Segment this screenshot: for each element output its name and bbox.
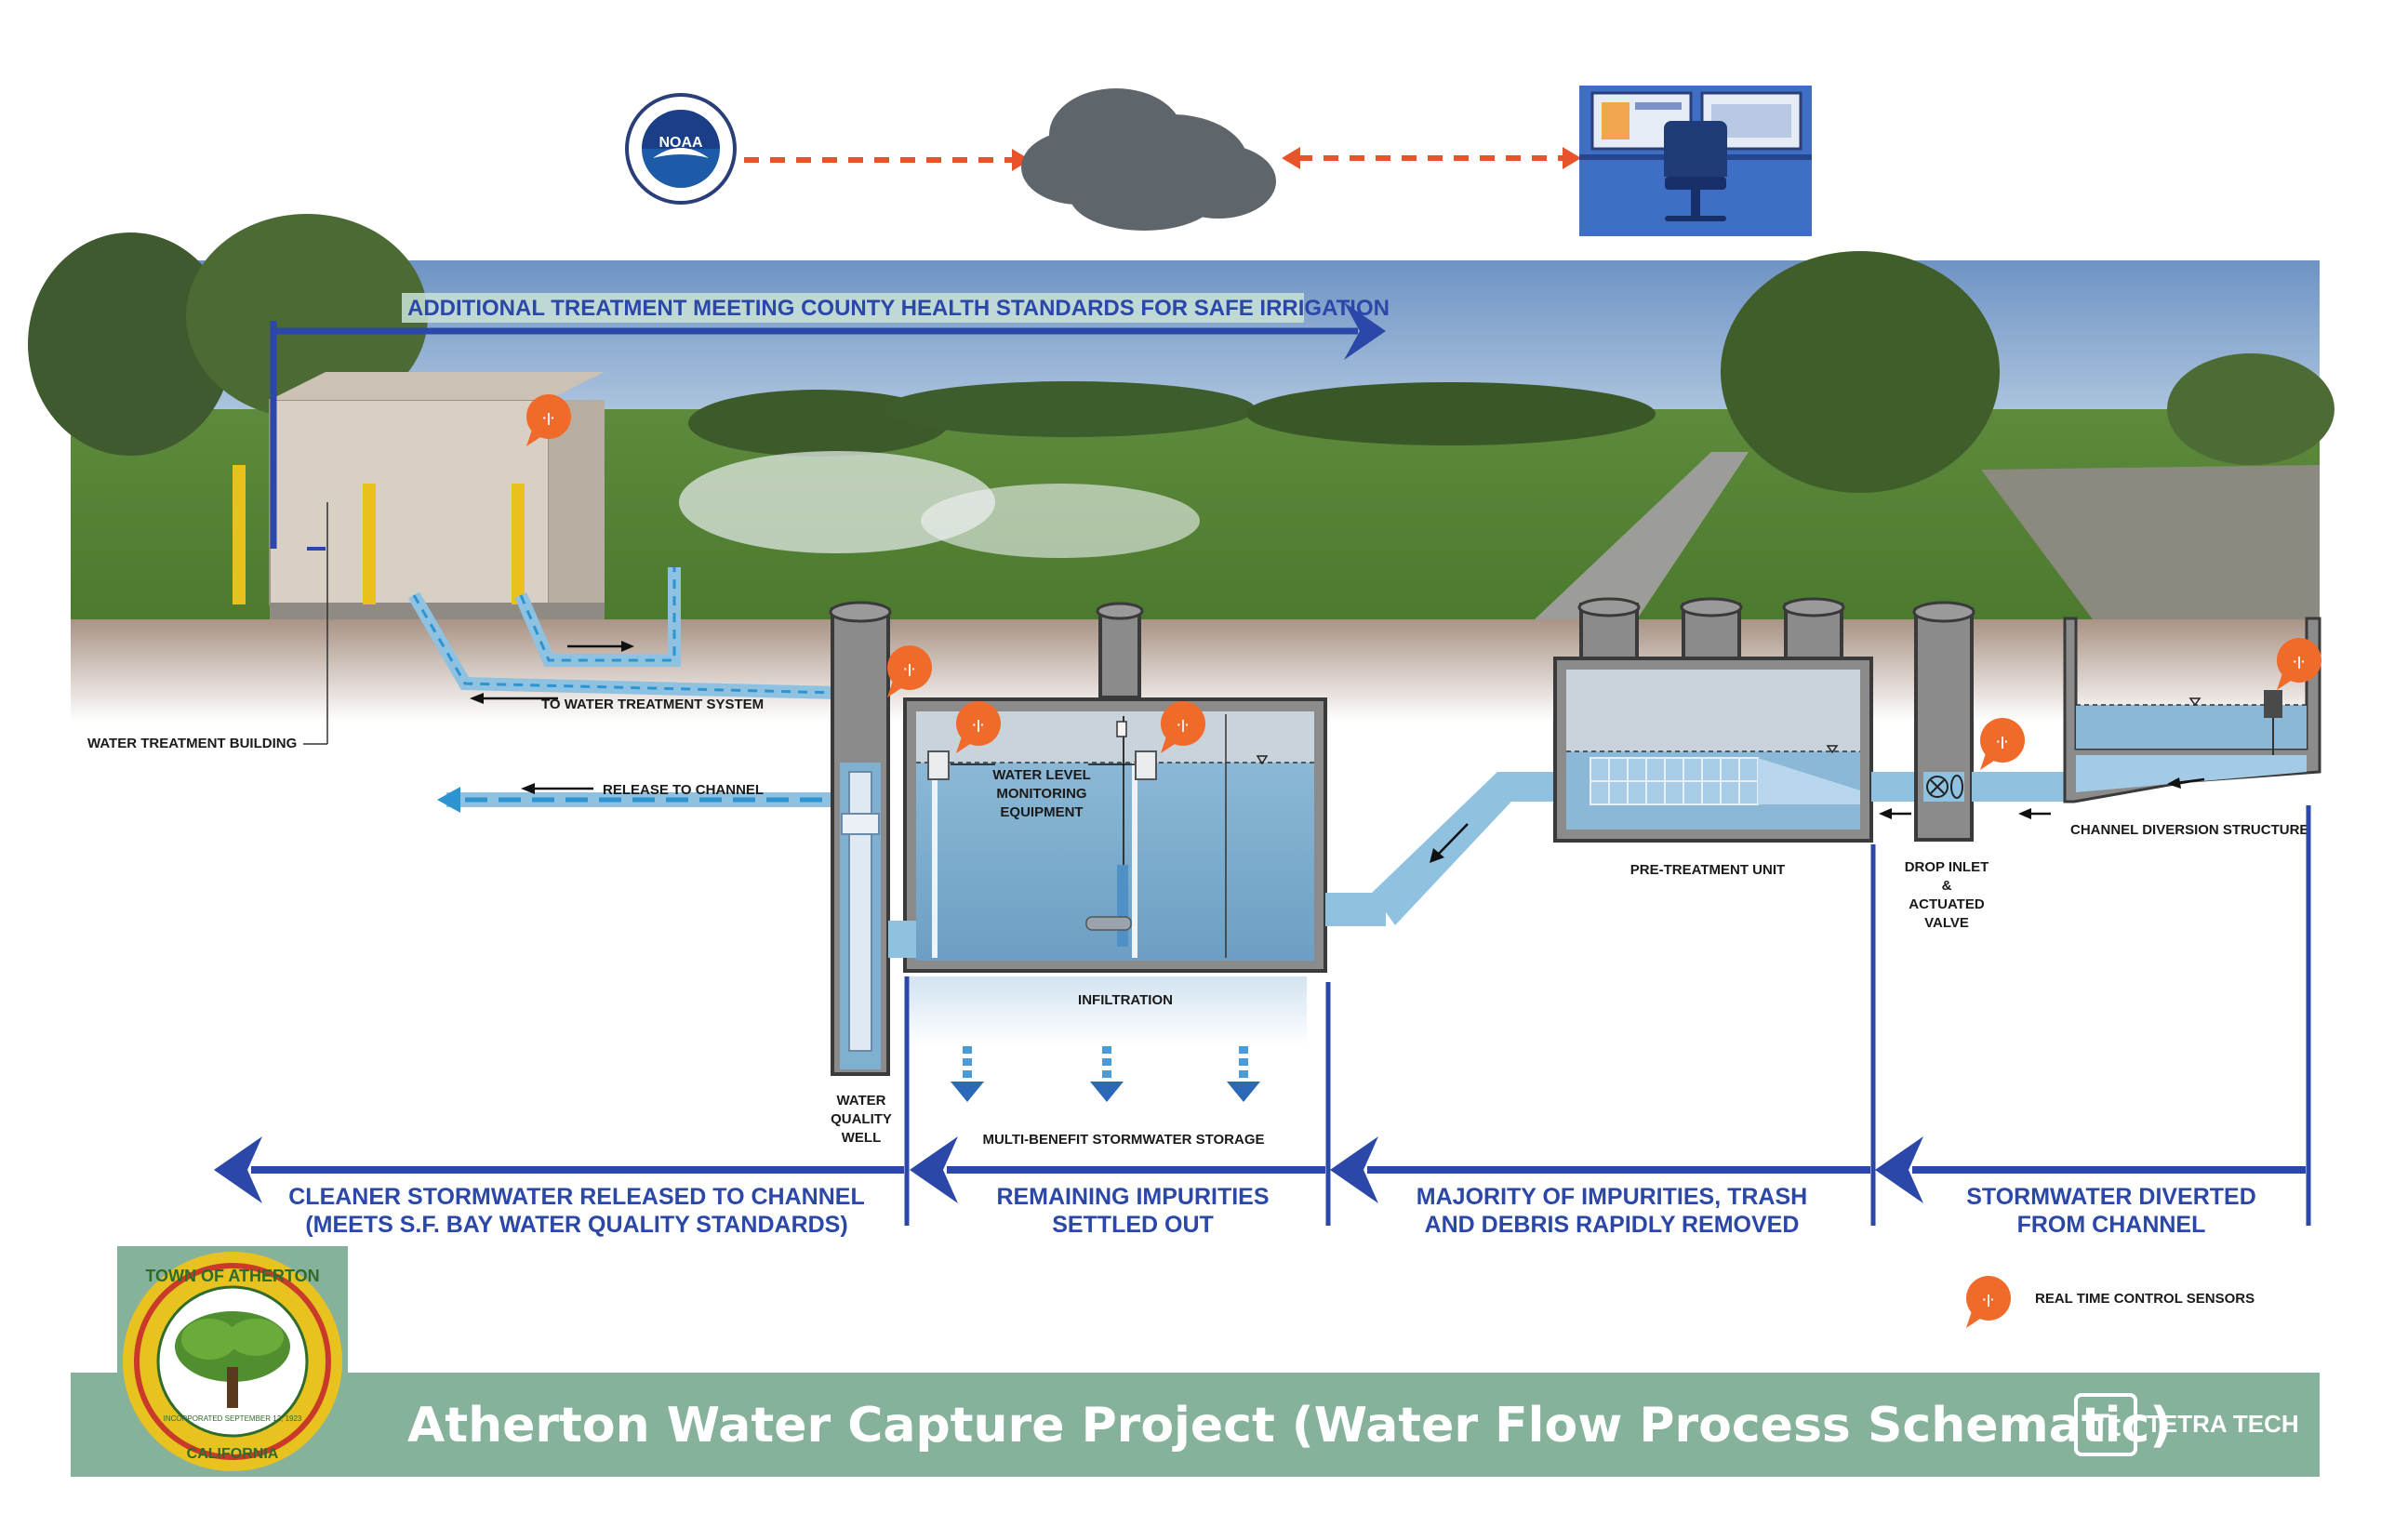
- label-infiltration: INFILTRATION: [1078, 992, 1173, 1008]
- seal-inner-text: INCORPORATED SEPTEMBER 12, 1923: [164, 1414, 302, 1423]
- footer-banner: [71, 1373, 2320, 1477]
- legend-sensors-label: REAL TIME CONTROL SENSORS: [2035, 1291, 2255, 1307]
- seal-bottom-text: CALIFORNIA: [187, 1446, 279, 1462]
- irrigation-banner: ADDITIONAL TREATMENT MEETING COUNTY HEAL…: [407, 296, 1390, 321]
- label-drop-inlet-4: VALVE: [1924, 915, 1969, 931]
- label-release-to-channel: RELEASE TO CHANNEL: [603, 782, 764, 798]
- label-multi-benefit-storage: MULTI-BENEFIT STORMWATER STORAGE: [982, 1132, 1264, 1148]
- data-link-arrowhead-left: [1282, 147, 1300, 169]
- label-water-level-2: MONITORING: [996, 786, 1086, 802]
- label-wq-well-3: WELL: [842, 1130, 882, 1146]
- stage-4-line-2: FROM CHANNEL: [2017, 1212, 2206, 1238]
- sensor-icon: ·|·: [1980, 718, 2025, 770]
- label-pretreatment-unit: PRE-TREATMENT UNIT: [1630, 862, 1785, 878]
- label-water-level-3: EQUIPMENT: [1000, 804, 1083, 820]
- stage-1-line-1: CLEANER STORMWATER RELEASED TO CHANNEL: [288, 1184, 864, 1210]
- town-seal-logo: TOWN OF ATHERTON CALIFORNIA INCORPORATED…: [117, 1246, 348, 1477]
- label-drop-inlet-2: &: [1942, 878, 1952, 894]
- pre-treatment-unit: [1553, 597, 1916, 843]
- label-to-water-treatment: TO WATER TREATMENT SYSTEM: [541, 697, 764, 712]
- stage-2-line-1: REMAINING IMPURITIES: [996, 1184, 1269, 1210]
- svg-text:·|·: ·|·: [2293, 654, 2305, 669]
- seal-top-text: TOWN OF ATHERTON: [145, 1267, 319, 1285]
- data-link-arrowhead: [1012, 149, 1031, 171]
- legend-sensor-icon: ·|·: [1966, 1276, 2011, 1328]
- drop-inlet-valve: [1912, 601, 2074, 842]
- stage-3-line-1: MAJORITY OF IMPURITIES, TRASH: [1417, 1184, 1807, 1210]
- operator-workstation-icon: [1579, 86, 1812, 236]
- label-wq-well-1: WATER: [836, 1093, 885, 1109]
- infiltration-arrows: [951, 1046, 1260, 1102]
- sensor-icon: ·|·: [526, 394, 571, 446]
- tetra-tech-mark: Tt: [2091, 1408, 2121, 1443]
- sensor-icon: ·|·: [1161, 701, 1205, 753]
- treatment-pipes: [407, 567, 838, 813]
- stage-2-line-2: SETTLED OUT: [1052, 1212, 1214, 1238]
- stormwater-storage-tank: [888, 602, 1386, 973]
- connector-pipe: [1372, 772, 1563, 925]
- svg-text:·|·: ·|·: [903, 661, 915, 676]
- stage-3-line-2: AND DEBRIS RAPIDLY REMOVED: [1425, 1212, 1800, 1238]
- label-channel-diversion: CHANNEL DIVERSION STRUCTURE: [2070, 822, 2308, 838]
- stage-flow-arrows: [214, 1136, 2306, 1203]
- channel-diversion-structure: [2063, 617, 2321, 803]
- page-title: Atherton Water Capture Project (Water Fl…: [407, 1398, 2172, 1454]
- panorama-photo: [28, 214, 2334, 722]
- tetra-tech-logo: Tt TETRA TECH: [2074, 1393, 2299, 1456]
- cloud-icon: [1021, 88, 1276, 231]
- noaa-logo-text: NOAA: [658, 135, 703, 151]
- irrigation-banner-bg: [402, 293, 1304, 323]
- sensor-icon: ·|·: [956, 701, 1001, 753]
- irrigation-arrowhead: [1344, 302, 1386, 360]
- svg-text:·|·: ·|·: [1177, 717, 1189, 732]
- label-water-level-1: WATER LEVEL: [992, 767, 1091, 783]
- data-link-arrowhead-right: [1563, 147, 1581, 169]
- water-quality-well: [829, 601, 892, 1076]
- label-drop-inlet-1: DROP INLET: [1905, 859, 1989, 875]
- label-wq-well-2: QUALITY: [831, 1111, 892, 1127]
- label-water-treatment-building: WATER TREATMENT BUILDING: [87, 736, 297, 751]
- stage-dividers: [904, 805, 2311, 1226]
- sensor-icon: ·|·: [2277, 638, 2321, 690]
- svg-text:·|·: ·|·: [1982, 1292, 1994, 1307]
- stage-1-line-2: (MEETS S.F. BAY WATER QUALITY STANDARDS): [305, 1212, 847, 1238]
- noaa-logo-icon: NOAA: [625, 93, 737, 205]
- svg-text:·|·: ·|·: [972, 717, 984, 732]
- svg-text:·|·: ·|·: [1996, 734, 2008, 749]
- sensor-icon: ·|·: [887, 645, 932, 697]
- tetra-tech-wordmark: TETRA TECH: [2147, 1410, 2299, 1438]
- svg-text:·|·: ·|·: [542, 410, 554, 425]
- stage-4-line-1: STORMWATER DIVERTED: [1966, 1184, 2256, 1210]
- label-drop-inlet-3: ACTUATED: [1909, 896, 1985, 912]
- infiltration-zone: [907, 976, 1307, 1046]
